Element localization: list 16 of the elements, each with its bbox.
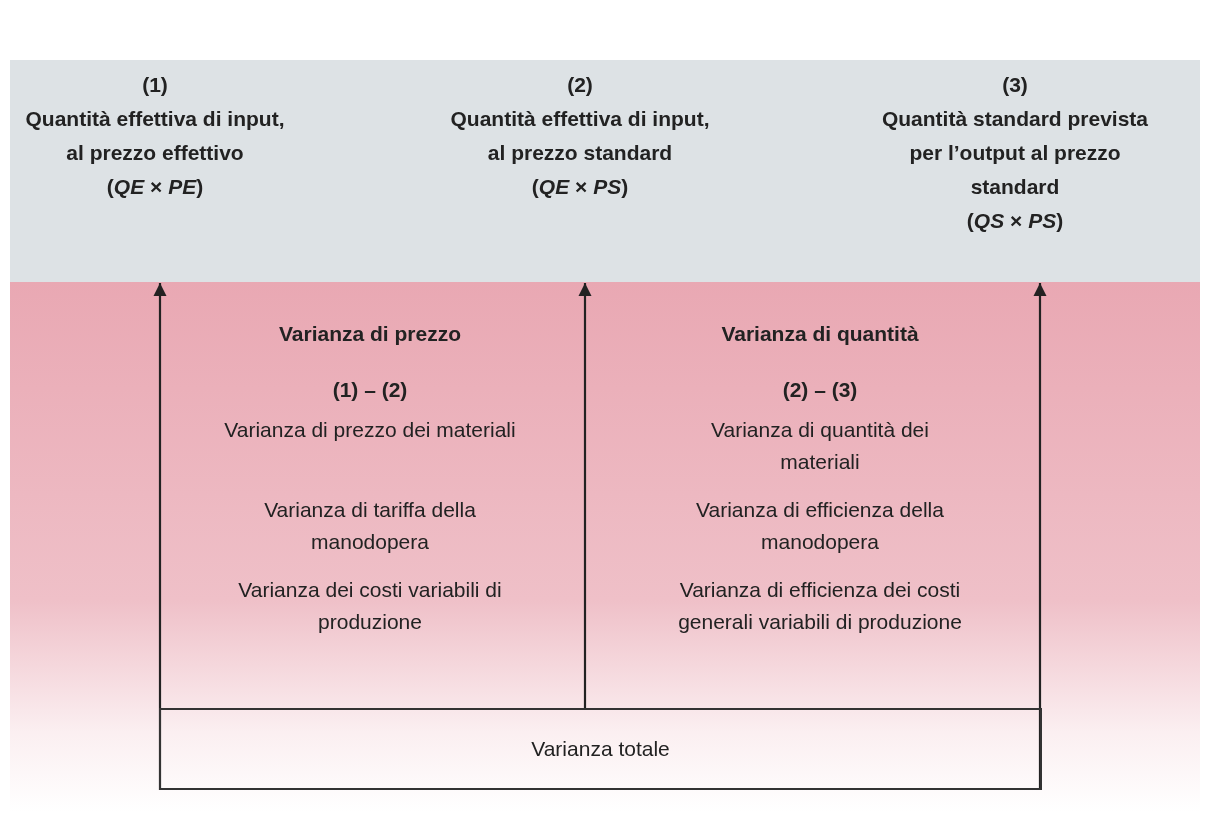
variance-item: Varianza di efficienza della manodopera — [695, 497, 945, 555]
section-heading: Varianza di prezzo — [277, 321, 463, 347]
total-box: Varianza totale — [159, 708, 1042, 790]
arrow — [1033, 283, 1047, 790]
variance-item: Varianza di tariffa della manodopera — [263, 497, 477, 555]
arrow — [578, 283, 592, 708]
column-heading: (3) Quantità standard prevista per l’output al prezzo standard (QS × PS) — [880, 68, 1150, 238]
variance-item: Varianza di prezzo dei materiali — [223, 417, 517, 443]
formula: (2) – (3) — [781, 377, 859, 403]
variance-item: Varianza di efficienza dei costi generali variabili di produzione — [677, 577, 963, 635]
column-heading: (1) Quantità effettiva di input, al prezzo effettivo (QE × PE) — [20, 68, 290, 204]
variance-item: Varianza di quantità dei materiali — [710, 417, 930, 475]
column-heading: (2) Quantità effettiva di input, al prezzo standard (QE × PS) — [445, 68, 715, 204]
section-heading: Varianza di quantità — [720, 321, 920, 347]
formula: (1) – (2) — [331, 377, 409, 403]
variance-item: Varianza dei costi variabili di produzione — [237, 577, 503, 635]
